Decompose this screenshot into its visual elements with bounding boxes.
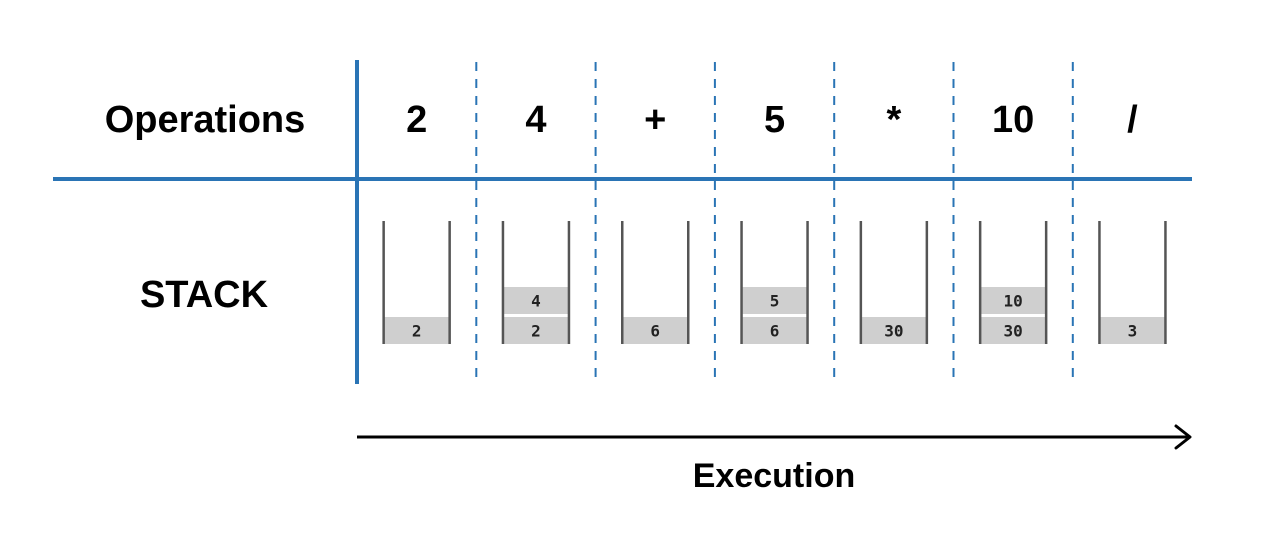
stack-row-label: STACK <box>140 274 269 316</box>
operations-row-label: Operations <box>105 99 306 141</box>
stack-cell-value: 6 <box>770 322 780 341</box>
execution-label: Execution <box>693 457 855 495</box>
stack-cell-value: 4 <box>531 292 541 311</box>
stack-container: 30 10 <box>978 221 1048 344</box>
stack-container: 6 <box>621 221 690 344</box>
stack-cell <box>502 287 569 314</box>
operation-label: / <box>1127 99 1138 141</box>
stack-container: 24 <box>501 221 571 344</box>
stack-cell-value: 3 <box>1128 322 1138 341</box>
operation-label: 5 <box>764 99 785 141</box>
stack-cell-value: 2 <box>531 322 541 341</box>
stack-cell <box>860 317 927 344</box>
operation-label: * <box>886 99 901 141</box>
stack-container: 3 <box>1098 221 1167 344</box>
stack-cell-value: 2 <box>412 322 422 341</box>
operations-row: 2 4 +5 * 10 / <box>406 99 1138 141</box>
stack-cell-value: 30 <box>884 322 903 341</box>
stack-cell-value: 5 <box>770 292 780 311</box>
stack-cell <box>383 317 450 344</box>
stack-cell <box>980 287 1047 314</box>
stack-container: 30 <box>859 221 929 344</box>
stack-cell <box>741 317 808 344</box>
operation-label: 2 <box>406 99 427 141</box>
stack-container: 65 <box>740 221 809 344</box>
operation-label: + <box>644 99 666 141</box>
stack-cell <box>1099 317 1166 344</box>
stack-container: 2 <box>382 221 451 344</box>
operation-label: 4 <box>525 99 546 141</box>
stack-cell <box>980 317 1047 344</box>
stack-cell <box>502 317 569 344</box>
operation-label: 10 <box>992 99 1034 141</box>
stack-cell <box>741 287 808 314</box>
stack-cell-value: 10 <box>1004 292 1023 311</box>
column-dividers <box>475 62 1074 384</box>
execution-arrowhead-icon <box>1174 424 1192 450</box>
stack-cell <box>622 317 689 344</box>
stack-cell-value: 6 <box>650 322 660 341</box>
stack-cell-value: 30 <box>1004 322 1023 341</box>
